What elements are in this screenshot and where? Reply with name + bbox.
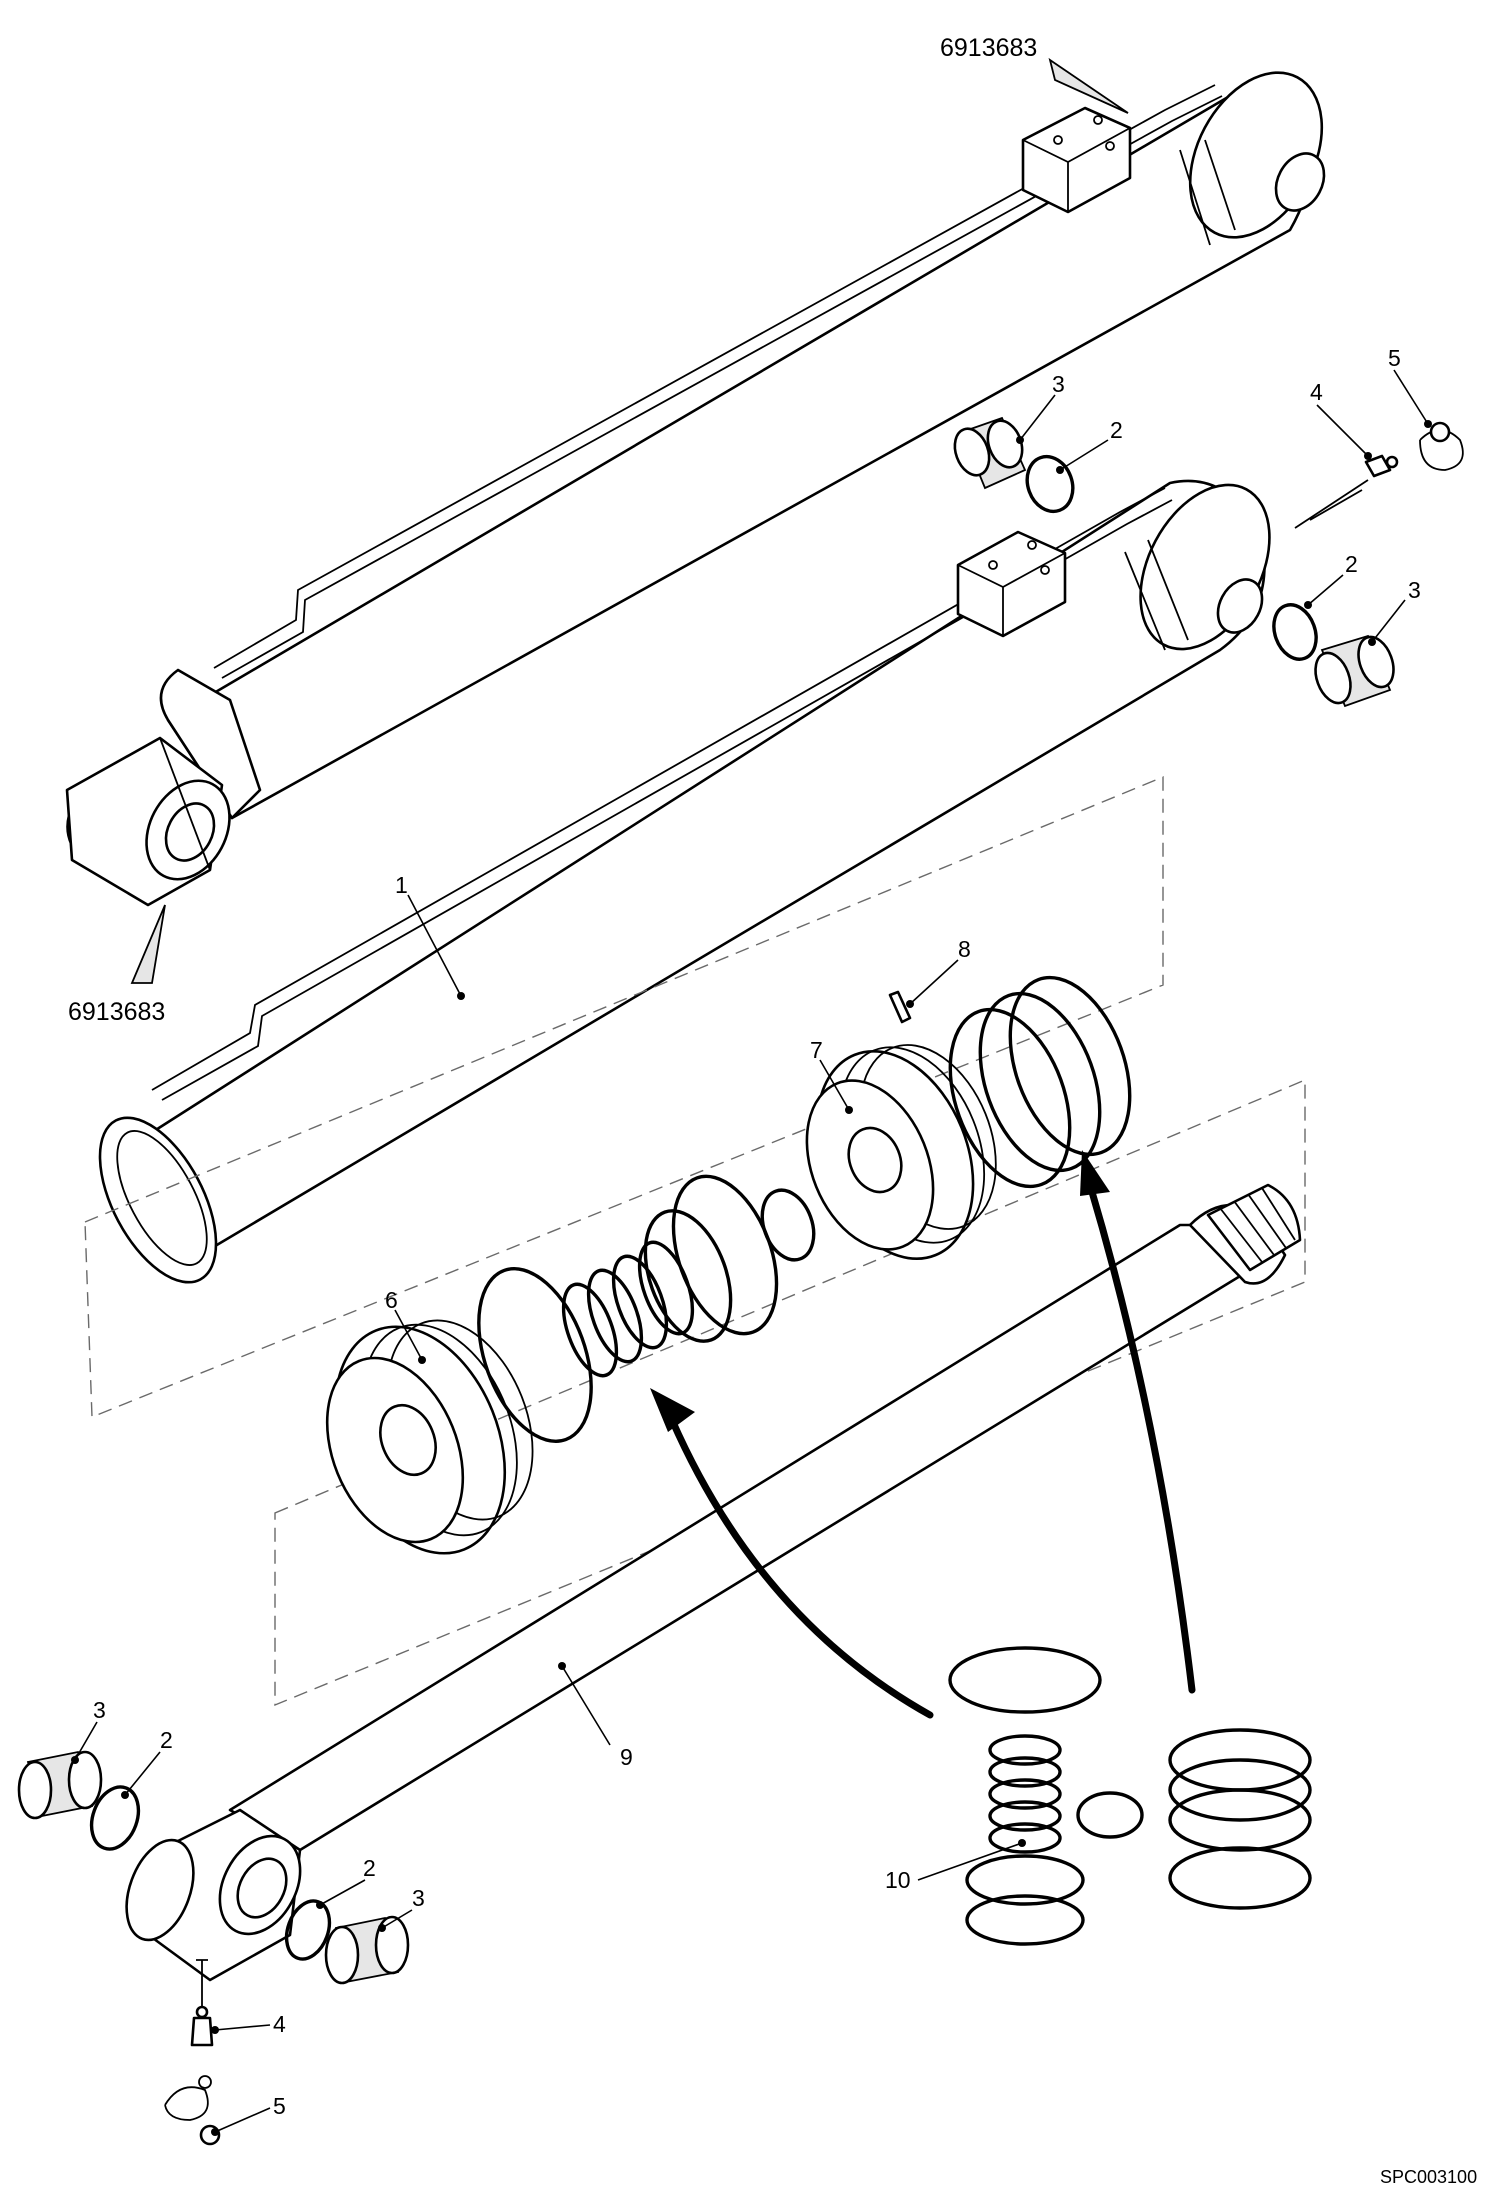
cap-lower xyxy=(164,2075,221,2146)
bushing-lower-left xyxy=(17,1750,103,1820)
rod-thread xyxy=(1206,1183,1302,1272)
bushing-upper-left xyxy=(953,416,1027,490)
callout-2-upper-right: 2 xyxy=(1345,551,1358,577)
fitting-pointer-upper xyxy=(1294,479,1369,529)
piston-rings xyxy=(948,975,1132,1189)
ref-label-left: 6913683 xyxy=(68,998,165,1026)
o-ring-upper-right xyxy=(1272,603,1318,661)
callout-9: 9 xyxy=(620,1744,633,1770)
piston-nut xyxy=(325,1319,534,1555)
ref-pointer-left xyxy=(130,904,166,984)
callout-3-lower-right: 3 xyxy=(412,1885,425,1911)
callout-2-lower-right: 2 xyxy=(363,1855,376,1881)
callout-3-upper-left: 3 xyxy=(1052,371,1065,397)
valve-block-top xyxy=(1021,106,1132,214)
callout-6: 6 xyxy=(385,1287,398,1313)
callout-5-lower: 5 xyxy=(273,2093,286,2119)
grease-nipple-upper xyxy=(1364,454,1399,478)
callout-4-upper: 4 xyxy=(1310,379,1323,405)
bushing-lower-right xyxy=(324,1915,410,1985)
o-ring-lower-left xyxy=(89,1785,141,1851)
cylinder-tube xyxy=(98,479,1271,1284)
callout-5-upper: 5 xyxy=(1388,345,1401,371)
bushing-upper-right xyxy=(1314,634,1395,708)
piston-seals xyxy=(477,1174,816,1443)
callout-3-upper-right: 3 xyxy=(1408,577,1421,603)
leader-lines xyxy=(71,369,1432,2136)
drawing-code: SPC003100 xyxy=(1380,2167,1477,2187)
callout-8: 8 xyxy=(958,936,971,962)
o-ring-upper-left xyxy=(1025,454,1075,514)
ref-label-top: 6913683 xyxy=(940,34,1037,62)
assembly-arrow-left xyxy=(650,1388,934,1719)
ref-pointer-top xyxy=(1048,57,1129,114)
callout-1: 1 xyxy=(395,872,408,898)
explode-frame-tube xyxy=(84,775,1164,1419)
valve-block-middle xyxy=(956,530,1067,638)
callout-4-lower: 4 xyxy=(273,2011,286,2037)
assembled-cylinder-top xyxy=(65,71,1326,907)
callout-3-lower-left: 3 xyxy=(93,1697,106,1723)
cap-upper xyxy=(1419,421,1464,471)
grease-nipple-lower xyxy=(190,1959,214,2047)
set-screw xyxy=(888,990,912,1024)
callout-7: 7 xyxy=(810,1037,823,1063)
explode-frame-rod xyxy=(274,1078,1306,1707)
assembly-arrow-right xyxy=(1080,1150,1196,1694)
callout-2-lower-left: 2 xyxy=(160,1727,173,1753)
piston xyxy=(805,1044,997,1261)
callout-10: 10 xyxy=(885,1867,911,1893)
callout-2-upper-left: 2 xyxy=(1110,417,1123,443)
seal-kit-group xyxy=(948,1646,1312,1946)
